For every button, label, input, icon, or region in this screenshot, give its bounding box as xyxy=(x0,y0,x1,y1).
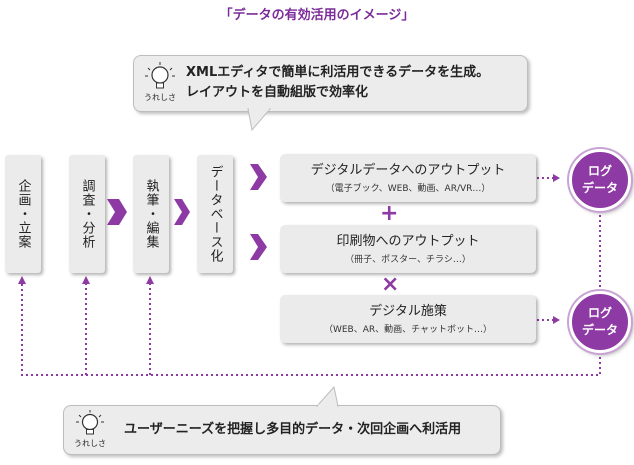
output-digital-measures-title: デジタル施策 xyxy=(369,304,447,319)
bubble-tail-bottom xyxy=(315,385,339,407)
benefit-bubble-top: うれしさ XMLエディタで簡単に利活用できるデータを生成。 レイアウトを自動組版… xyxy=(133,55,528,112)
arrowhead-feedback-step1 xyxy=(18,276,26,284)
diagram-title: 「データの有効活用のイメージ」 xyxy=(219,8,415,23)
log-data-label-line1: ログ xyxy=(587,306,612,320)
benefit-text-top-line1: XMLエディタで簡単に利活用できるデータを生成。 xyxy=(186,65,490,80)
arrowhead-feedback-step3 xyxy=(146,276,154,284)
benefit-text-top-line2: レイアウトを自動組版で効率化 xyxy=(186,85,369,100)
times-operator: × xyxy=(381,272,400,297)
output-print-title: 印刷物へのアウトプット xyxy=(336,234,480,249)
step-planning-label: 企画・立案 xyxy=(15,179,31,249)
plus-operator: + xyxy=(380,201,399,226)
step-writing: 執筆・編集 xyxy=(133,155,169,273)
output-print-sub: （冊子、ポスター、チラシ…） xyxy=(345,255,471,265)
bubble-tail-top xyxy=(247,108,272,132)
output-digital-data-sub: （電子ブック、WEB、動画、AR/VR…） xyxy=(325,184,491,194)
step-research-label: 調査・分析 xyxy=(79,179,95,249)
lightbulb-icon xyxy=(76,410,104,435)
step-planning: 企画・立案 xyxy=(5,155,41,273)
log-data-label-line1: ログ xyxy=(587,164,612,178)
chevron-icon xyxy=(111,199,127,225)
output-digital-data: デジタルデータへのアウトプット （電子ブック、WEB、動画、AR/VR…） xyxy=(280,154,536,202)
output-print: 印刷物へのアウトプット （冊子、ポスター、チラシ…） xyxy=(280,225,536,273)
arrowhead-output3-log xyxy=(553,316,560,324)
arrowhead-feedback-step2 xyxy=(82,276,90,284)
step-research: 調査・分析 xyxy=(69,155,105,273)
benefit-bubble-bottom: うれしさ ユーザーニーズを把握し多目的データ・次回企画へ利活用 xyxy=(63,405,501,455)
chevron-step3-step4 xyxy=(174,199,190,225)
benefit-badge-top: うれしさ xyxy=(144,93,176,102)
output-digital-measures-sub: （WEB、AR、動画、チャットボット…） xyxy=(323,325,493,335)
output-digital-measures: デジタル施策 （WEB、AR、動画、チャットボット…） xyxy=(280,295,536,343)
chevron-step4-output2 xyxy=(250,234,267,260)
benefit-text-bottom: ユーザーニーズを把握し多目的データ・次回企画へ利活用 xyxy=(124,422,462,437)
lightbulb-icon xyxy=(145,62,175,89)
arrowhead-output1-log xyxy=(553,174,560,182)
log-data-label-line2: データ xyxy=(581,181,618,195)
benefit-badge-bottom: うれしさ xyxy=(74,439,106,448)
step-database: データベース化 xyxy=(197,155,233,273)
output-digital-data-title: デジタルデータへのアウトプット xyxy=(310,163,506,178)
step-writing-label: 執筆・編集 xyxy=(143,179,159,249)
log-data-circle-bottom: ログ データ xyxy=(569,291,631,353)
step-database-label: データベース化 xyxy=(207,165,223,263)
chevron-step4-output1 xyxy=(250,164,267,190)
log-data-circle-top: ログ データ xyxy=(569,149,631,211)
log-data-label-line2: データ xyxy=(581,323,618,337)
dotted-feedback-loop xyxy=(21,282,601,376)
